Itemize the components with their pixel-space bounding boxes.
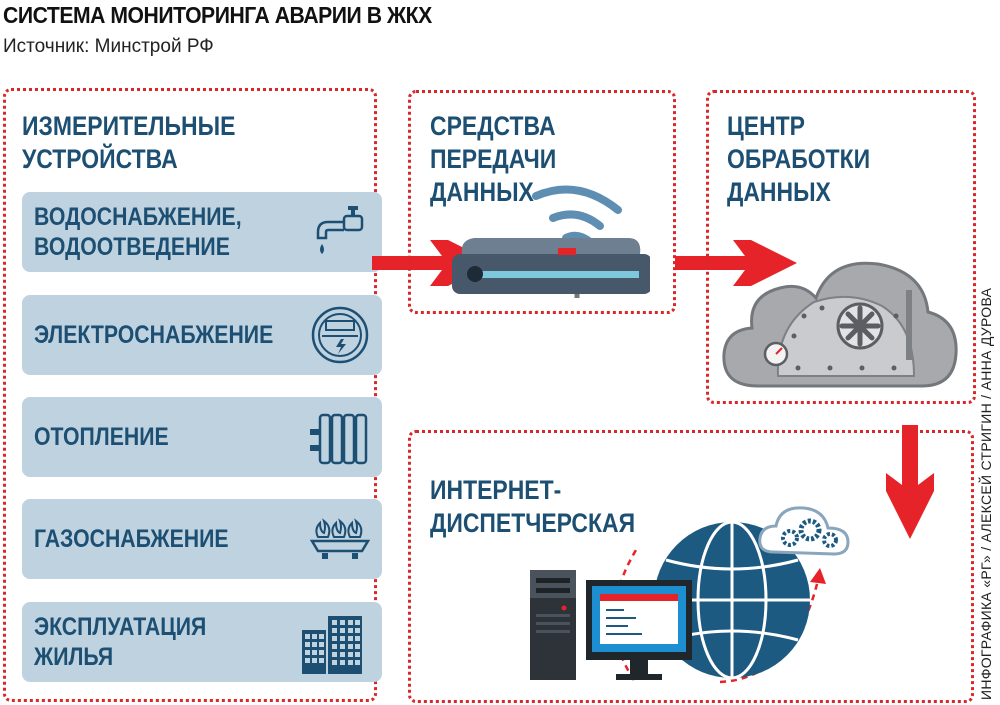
- data-processing-panel: [706, 90, 976, 404]
- internet-dispatch-heading: ИНТЕРНЕТ- ДИСПЕТЧЕРСКАЯ: [430, 475, 636, 538]
- water-supply-label: ВОДОСНАБЖЕНИЕ, ВОДООТВЕДЕНИЕ: [34, 203, 242, 261]
- electricity-supply-label: ЭЛЕКТРОСНАБЖЕНИЕ: [34, 321, 274, 349]
- faucet-icon: [316, 206, 364, 254]
- measuring-devices-heading: ИЗМЕРИТЕЛЬНЫЕ УСТРОЙСТВА: [22, 111, 236, 174]
- internet-dispatch-panel: [408, 430, 974, 703]
- water-supply-item: ВОДОСНАБЖЕНИЕ, ВОДООТВЕДЕНИЕ: [22, 192, 382, 272]
- gas-supply-item: ГАЗОСНАБЖЕНИЕ: [22, 499, 382, 579]
- electricity-supply-item: ЭЛЕКТРОСНАБЖЕНИЕ: [22, 295, 382, 375]
- globe-computer-icon: [530, 506, 850, 684]
- gas-burner-icon: [309, 518, 371, 559]
- source-subtitle: Источник: Минстрой РФ: [3, 36, 214, 57]
- wifi-router-icon: [452, 185, 650, 298]
- measuring-devices-panel: [3, 88, 377, 702]
- data-transmission-heading: СРЕДСТВА ПЕРЕДАЧИ ДАННЫХ: [430, 111, 557, 207]
- infographic-credit: ИНФОГРАФИКА «РГ» / АЛЕКСЕЙ СТРИГИН / АНН…: [978, 287, 994, 700]
- housing-operation-label: ЭКСПЛУАТАЦИЯ ЖИЛЬЯ: [34, 613, 207, 671]
- radiator-icon: [310, 413, 368, 465]
- cloud-vault-icon: [722, 261, 958, 388]
- flow-arrow-down: [886, 425, 934, 539]
- data-processing-heading: ЦЕНТР ОБРАБОТКИ ДАННЫХ: [727, 111, 871, 207]
- flow-arrow-right-2: [675, 240, 797, 286]
- apartment-building-icon: [302, 616, 362, 674]
- gas-supply-label: ГАЗОСНАБЖЕНИЕ: [34, 525, 229, 553]
- page-title: СИСТЕМА МОНИТОРИНГА АВАРИИ В ЖКХ: [3, 2, 432, 28]
- housing-operation-item: ЭКСПЛУАТАЦИЯ ЖИЛЬЯ: [22, 602, 382, 682]
- electric-meter-icon: [311, 306, 369, 364]
- heating-item: ОТОПЛЕНИЕ: [22, 397, 382, 477]
- data-transmission-panel: [408, 90, 676, 314]
- heating-label: ОТОПЛЕНИЕ: [34, 423, 169, 451]
